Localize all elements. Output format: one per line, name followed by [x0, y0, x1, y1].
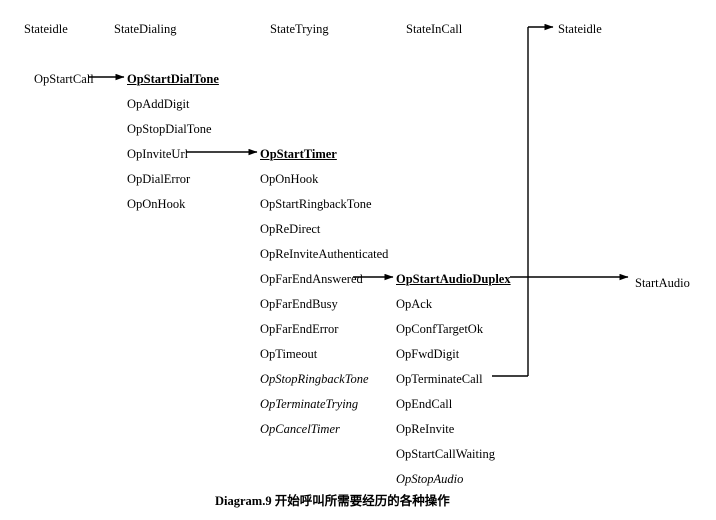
endpoint-startaudio: StartAudio	[635, 276, 690, 290]
state-header-statedialing-1: StateDialing	[114, 22, 177, 36]
state-header-stateidle-0: Stateidle	[24, 22, 68, 36]
operation-opfarendbusy: OpFarEndBusy	[260, 297, 338, 311]
operation-opstopringbacktone: OpStopRingbackTone	[260, 372, 369, 386]
operation-opstartaudioduplex: OpStartAudioDuplex	[396, 272, 511, 286]
state-header-stateincall-3: StateInCall	[406, 22, 463, 36]
operation-optimeout: OpTimeout	[260, 347, 318, 361]
state-header-statetrying-2: StateTrying	[270, 22, 329, 36]
operation-opreinvite: OpReInvite	[396, 422, 455, 436]
operation-opstopdialtone: OpStopDialTone	[127, 122, 212, 136]
operation-opcanceltimer: OpCancelTimer	[260, 422, 340, 436]
operation-opfwddigit: OpFwdDigit	[396, 347, 460, 361]
operation-opterminatetrying: OpTerminateTrying	[260, 397, 359, 411]
operation-opstartcallwaiting: OpStartCallWaiting	[396, 447, 495, 461]
operation-opreinviteauthenticated: OpReInviteAuthenticated	[260, 247, 389, 261]
state-header-stateidle-4: Stateidle	[558, 22, 602, 36]
diagram-caption: Diagram.9 开始呼叫所需要经历的各种操作	[215, 494, 450, 508]
operation-opadddigit: OpAddDigit	[127, 97, 190, 111]
operation-opack: OpAck	[396, 297, 433, 311]
operation-opstartdialtone: OpStartDialTone	[127, 72, 219, 86]
operation-opdialerror: OpDialError	[127, 172, 191, 186]
operation-opfarendanswered: OpFarEndAnswered	[260, 272, 363, 286]
operation-oponhook: OpOnHook	[127, 197, 186, 211]
operation-opendcall: OpEndCall	[396, 397, 453, 411]
operation-opredirect: OpReDirect	[260, 222, 321, 236]
operation-opconftargetok: OpConfTargetOk	[396, 322, 484, 336]
operation-opterminatecall: OpTerminateCall	[396, 372, 483, 386]
operation-opstartcall: OpStartCall	[34, 72, 94, 86]
connector-lines	[492, 27, 529, 377]
operation-opfarenderror: OpFarEndError	[260, 322, 339, 336]
operation-opstarttimer: OpStartTimer	[260, 147, 337, 161]
operation-opstopaudio: OpStopAudio	[396, 472, 464, 486]
operation-oponhook: OpOnHook	[260, 172, 319, 186]
operation-opstartringbacktone: OpStartRingbackTone	[260, 197, 372, 211]
operation-opinviteurl: OpInviteUrl	[127, 147, 189, 161]
